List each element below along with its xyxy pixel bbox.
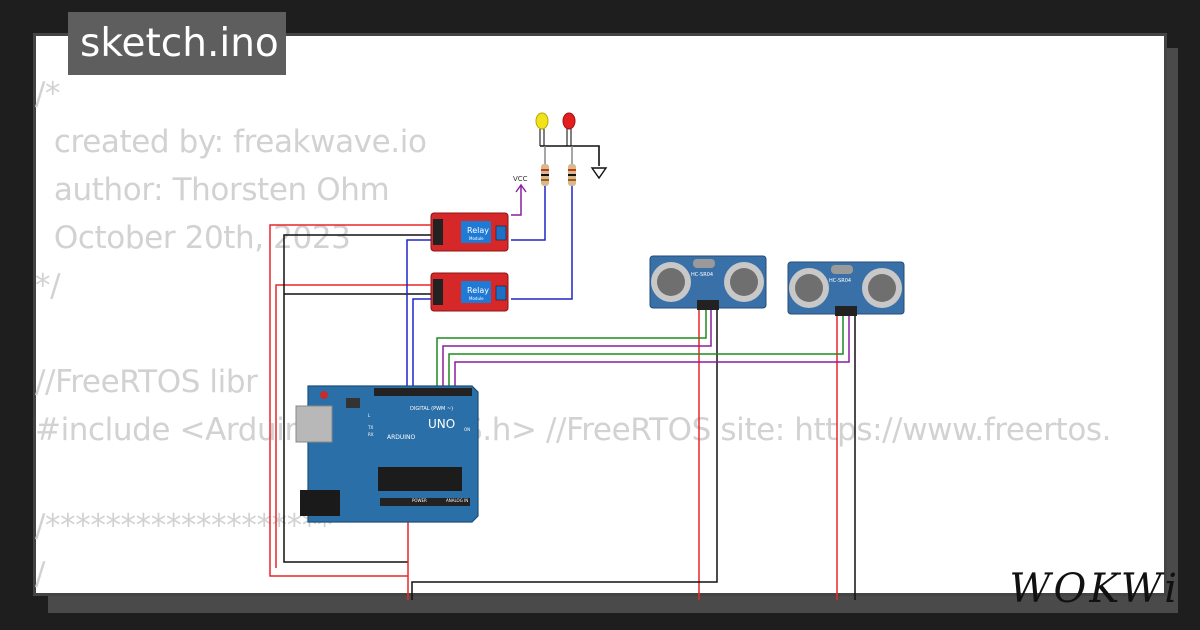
ground-symbol-icon: [590, 167, 608, 180]
relay-label: Relay: [467, 286, 489, 295]
relay-module[interactable]: Relay Module: [430, 272, 509, 312]
relay-sub-label: Module: [469, 236, 484, 241]
relay-sub-label: Module: [469, 296, 484, 301]
digital-label: DIGITAL (PWM ~): [410, 406, 453, 412]
arduino-uno-board[interactable]: DIGITAL (PWM ~) UNO ARDUINO ON TX RX L P…: [295, 385, 479, 523]
code-line: /*: [35, 76, 61, 112]
led-yellow[interactable]: [535, 112, 549, 146]
on-led-label: ON: [464, 427, 470, 432]
l-led-label: L: [368, 413, 371, 418]
relay-module[interactable]: Relay Module: [430, 212, 509, 252]
project-card[interactable]: [33, 33, 1167, 596]
code-line: created by: freakwave.io: [35, 124, 427, 160]
resistor[interactable]: [541, 146, 549, 186]
board-logo: UNO: [428, 417, 455, 431]
code-line: October 20th, 2023: [35, 220, 351, 256]
analog-label: ANALOG IN: [446, 498, 468, 503]
ultrasonic-sensor[interactable]: HC-SR04: [649, 255, 767, 310]
sensor-label: HC-SR04: [829, 278, 851, 284]
code-line: */: [35, 268, 61, 304]
relay-label: Relay: [467, 226, 489, 235]
board-brand: ARDUINO: [387, 434, 416, 441]
wokwi-logo: WOKWi: [1009, 566, 1180, 612]
vcc-label: VCC: [513, 175, 528, 183]
tx-label: TX: [367, 425, 373, 430]
led-red[interactable]: [562, 112, 576, 146]
power-label: POWER: [412, 498, 427, 503]
sensor-label: HC-SR04: [691, 272, 713, 278]
rx-label: RX: [368, 432, 374, 437]
file-tab[interactable]: sketch.ino: [68, 12, 286, 75]
code-line: author: Thorsten Ohm: [35, 172, 390, 208]
code-line: /*******************: [35, 508, 332, 544]
ultrasonic-sensor[interactable]: HC-SR04: [787, 261, 905, 316]
code-line: /: [35, 556, 46, 592]
resistor[interactable]: [568, 146, 576, 186]
code-line: //FreeRTOS libr: [35, 364, 258, 400]
